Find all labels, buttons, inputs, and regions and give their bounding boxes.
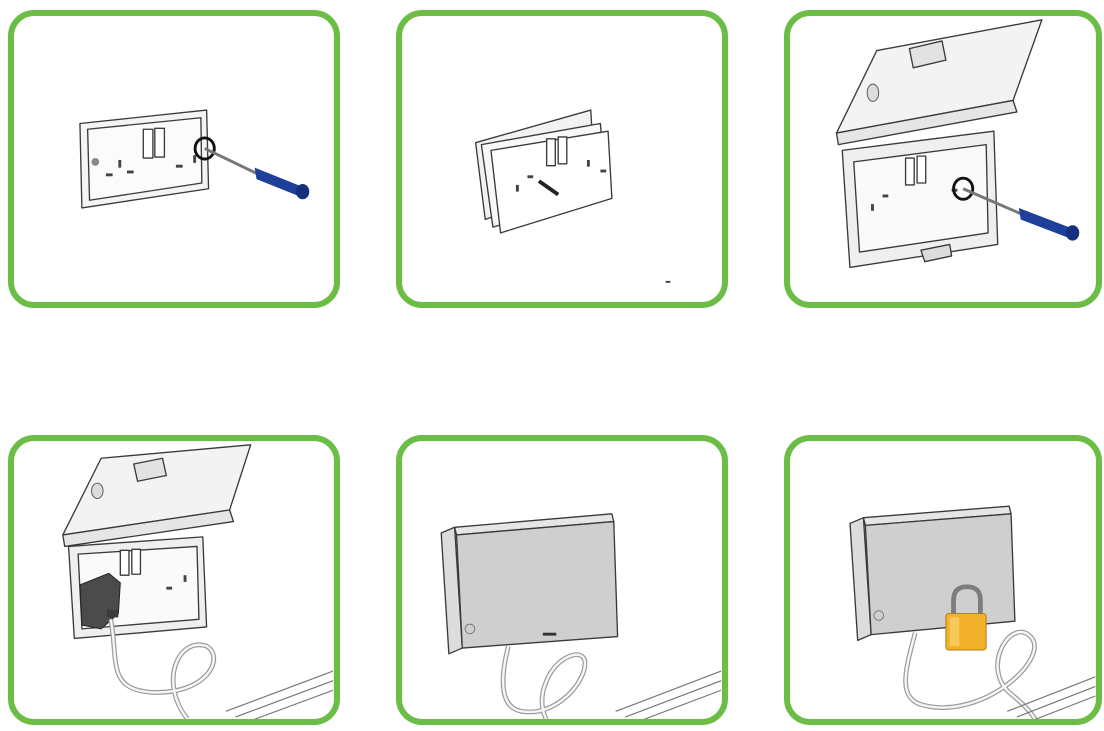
enclosure-box-icon xyxy=(849,505,1016,642)
step-4-panel xyxy=(8,435,340,725)
wall-socket xyxy=(79,109,210,209)
step-5-illustration xyxy=(440,513,722,719)
power-cable xyxy=(108,618,217,719)
step-3-illustration xyxy=(835,19,1080,269)
step-2-illustration xyxy=(474,109,671,283)
power-cable xyxy=(500,645,588,719)
step-1-panel xyxy=(8,10,340,308)
socket-faceplate-icon xyxy=(474,109,613,234)
floor-edge xyxy=(1007,676,1096,719)
step-1-illustration xyxy=(79,109,310,209)
padlock-icon xyxy=(945,584,987,651)
enclosure-lid xyxy=(835,19,1043,146)
step-3-panel xyxy=(784,10,1102,308)
enclosure-lid xyxy=(62,444,252,548)
step-2-panel xyxy=(396,10,728,308)
enclosure-box-icon xyxy=(440,513,619,655)
dot-mark xyxy=(665,280,671,283)
step-6-panel xyxy=(784,435,1102,725)
screwdriver-icon xyxy=(193,136,310,200)
step-4-illustration xyxy=(62,444,334,719)
floor-edge xyxy=(615,670,722,719)
step-5-panel xyxy=(396,435,728,725)
step-6-illustration xyxy=(849,505,1096,719)
power-cable xyxy=(903,629,1038,719)
enclosure-base xyxy=(841,130,999,269)
floor-edge xyxy=(225,670,334,719)
plug-icon xyxy=(79,572,121,630)
screwdriver-icon xyxy=(952,176,1080,241)
